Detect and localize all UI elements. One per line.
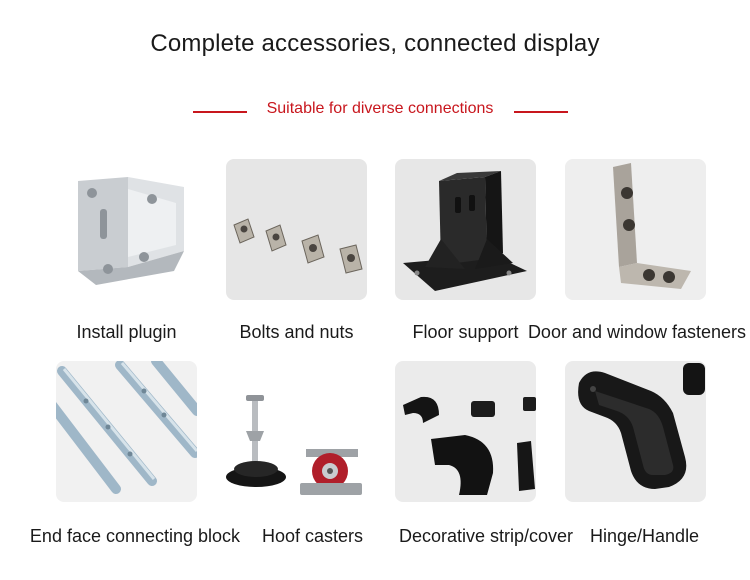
end-cap-icon [395, 361, 536, 502]
product-label: Decorative strip/cover [398, 526, 574, 546]
subtitle-divider-left [193, 111, 247, 113]
product-label: Bolts and nuts [239, 322, 354, 342]
product-label: Door and window fasteners [527, 322, 747, 342]
subtitle-divider-right [514, 111, 568, 113]
product-tile-decorative-strip-cover[interactable] [395, 361, 536, 502]
connecting-strip-icon [56, 361, 197, 502]
floor-support-icon [395, 159, 536, 300]
hinge-fastener-icon [565, 159, 706, 300]
angle-bracket-icon [56, 159, 197, 300]
page-subtitle: Suitable for diverse connections [266, 100, 494, 117]
product-label: Floor support [412, 322, 519, 342]
product-label: End face connecting block [29, 526, 241, 546]
product-tile-bolts-and-nuts[interactable] [226, 159, 367, 300]
caster-foot-icon [226, 361, 367, 502]
product-tile-end-face-connecting-block[interactable] [56, 361, 197, 502]
product-label: Install plugin [76, 322, 177, 342]
product-tile-install-plugin[interactable] [56, 159, 197, 300]
t-nuts-icon [226, 159, 367, 300]
product-label: Hinge/Handle [590, 526, 700, 546]
product-tile-hinge-handle[interactable] [565, 361, 706, 502]
product-tile-floor-support[interactable] [395, 159, 536, 300]
product-tile-hoof-casters[interactable] [226, 361, 367, 502]
product-tile-door-window-fasteners[interactable] [565, 159, 706, 300]
product-label: Hoof casters [262, 526, 364, 546]
handle-icon [565, 361, 706, 502]
page-title: Complete accessories, connected display [150, 30, 600, 57]
subtitle-row: Suitable for diverse connections [0, 99, 750, 123]
